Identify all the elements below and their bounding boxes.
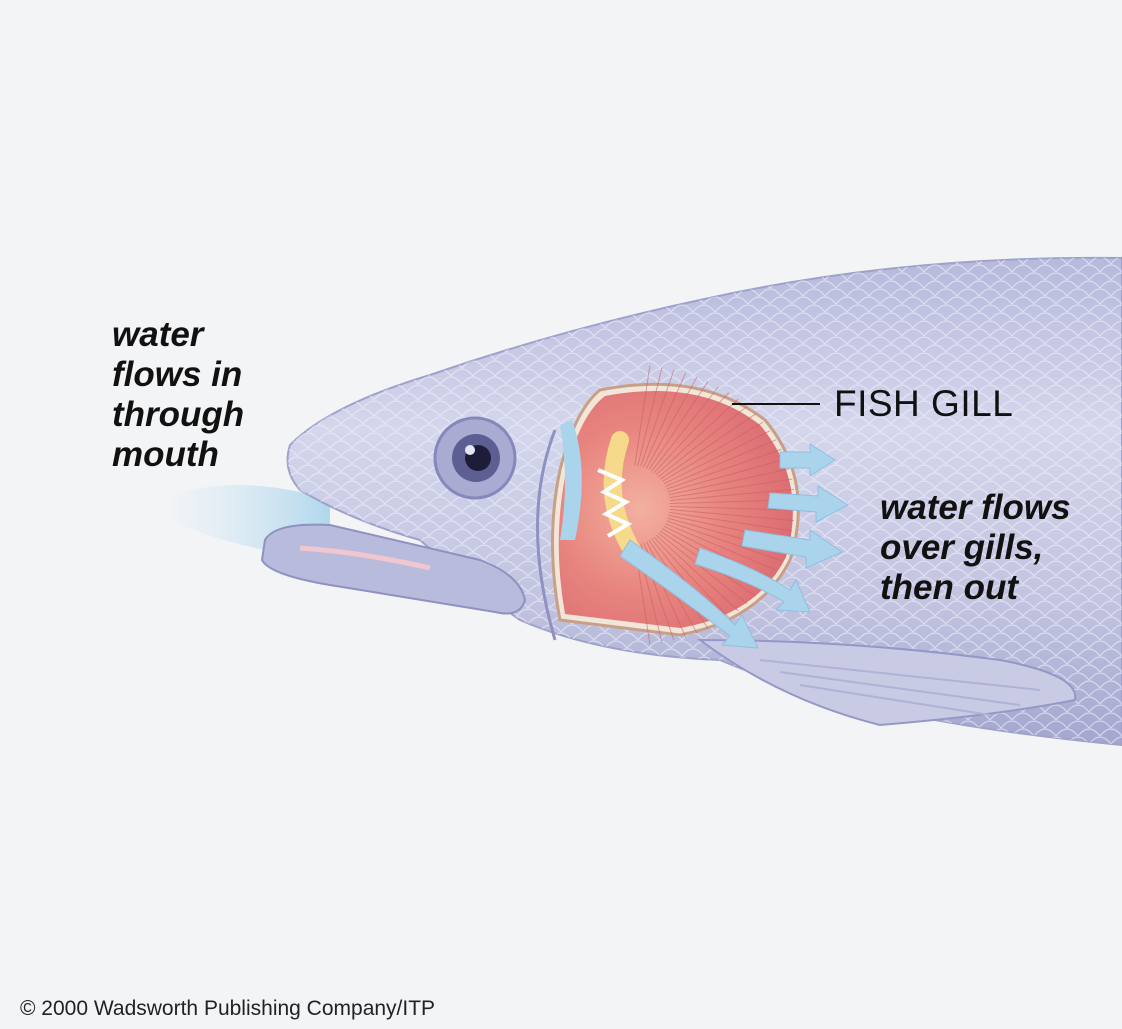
water-in-label: water flows in through mouth — [112, 315, 244, 475]
fish-gill-label: FISH GILL — [834, 384, 1013, 424]
water-in-line: mouth — [112, 435, 244, 475]
water-in-line: through — [112, 395, 244, 435]
water-in-line: water — [112, 315, 244, 355]
water-out-line: over gills, — [880, 528, 1071, 568]
water-in-line: flows in — [112, 355, 244, 395]
fish-eye-glint — [465, 445, 475, 455]
copyright-notice: © 2000 Wadsworth Publishing Company/ITP — [20, 997, 435, 1021]
water-out-line: water flows — [880, 488, 1071, 528]
water-out-line: then out — [880, 568, 1071, 608]
water-out-label: water flows over gills, then out — [880, 488, 1071, 608]
